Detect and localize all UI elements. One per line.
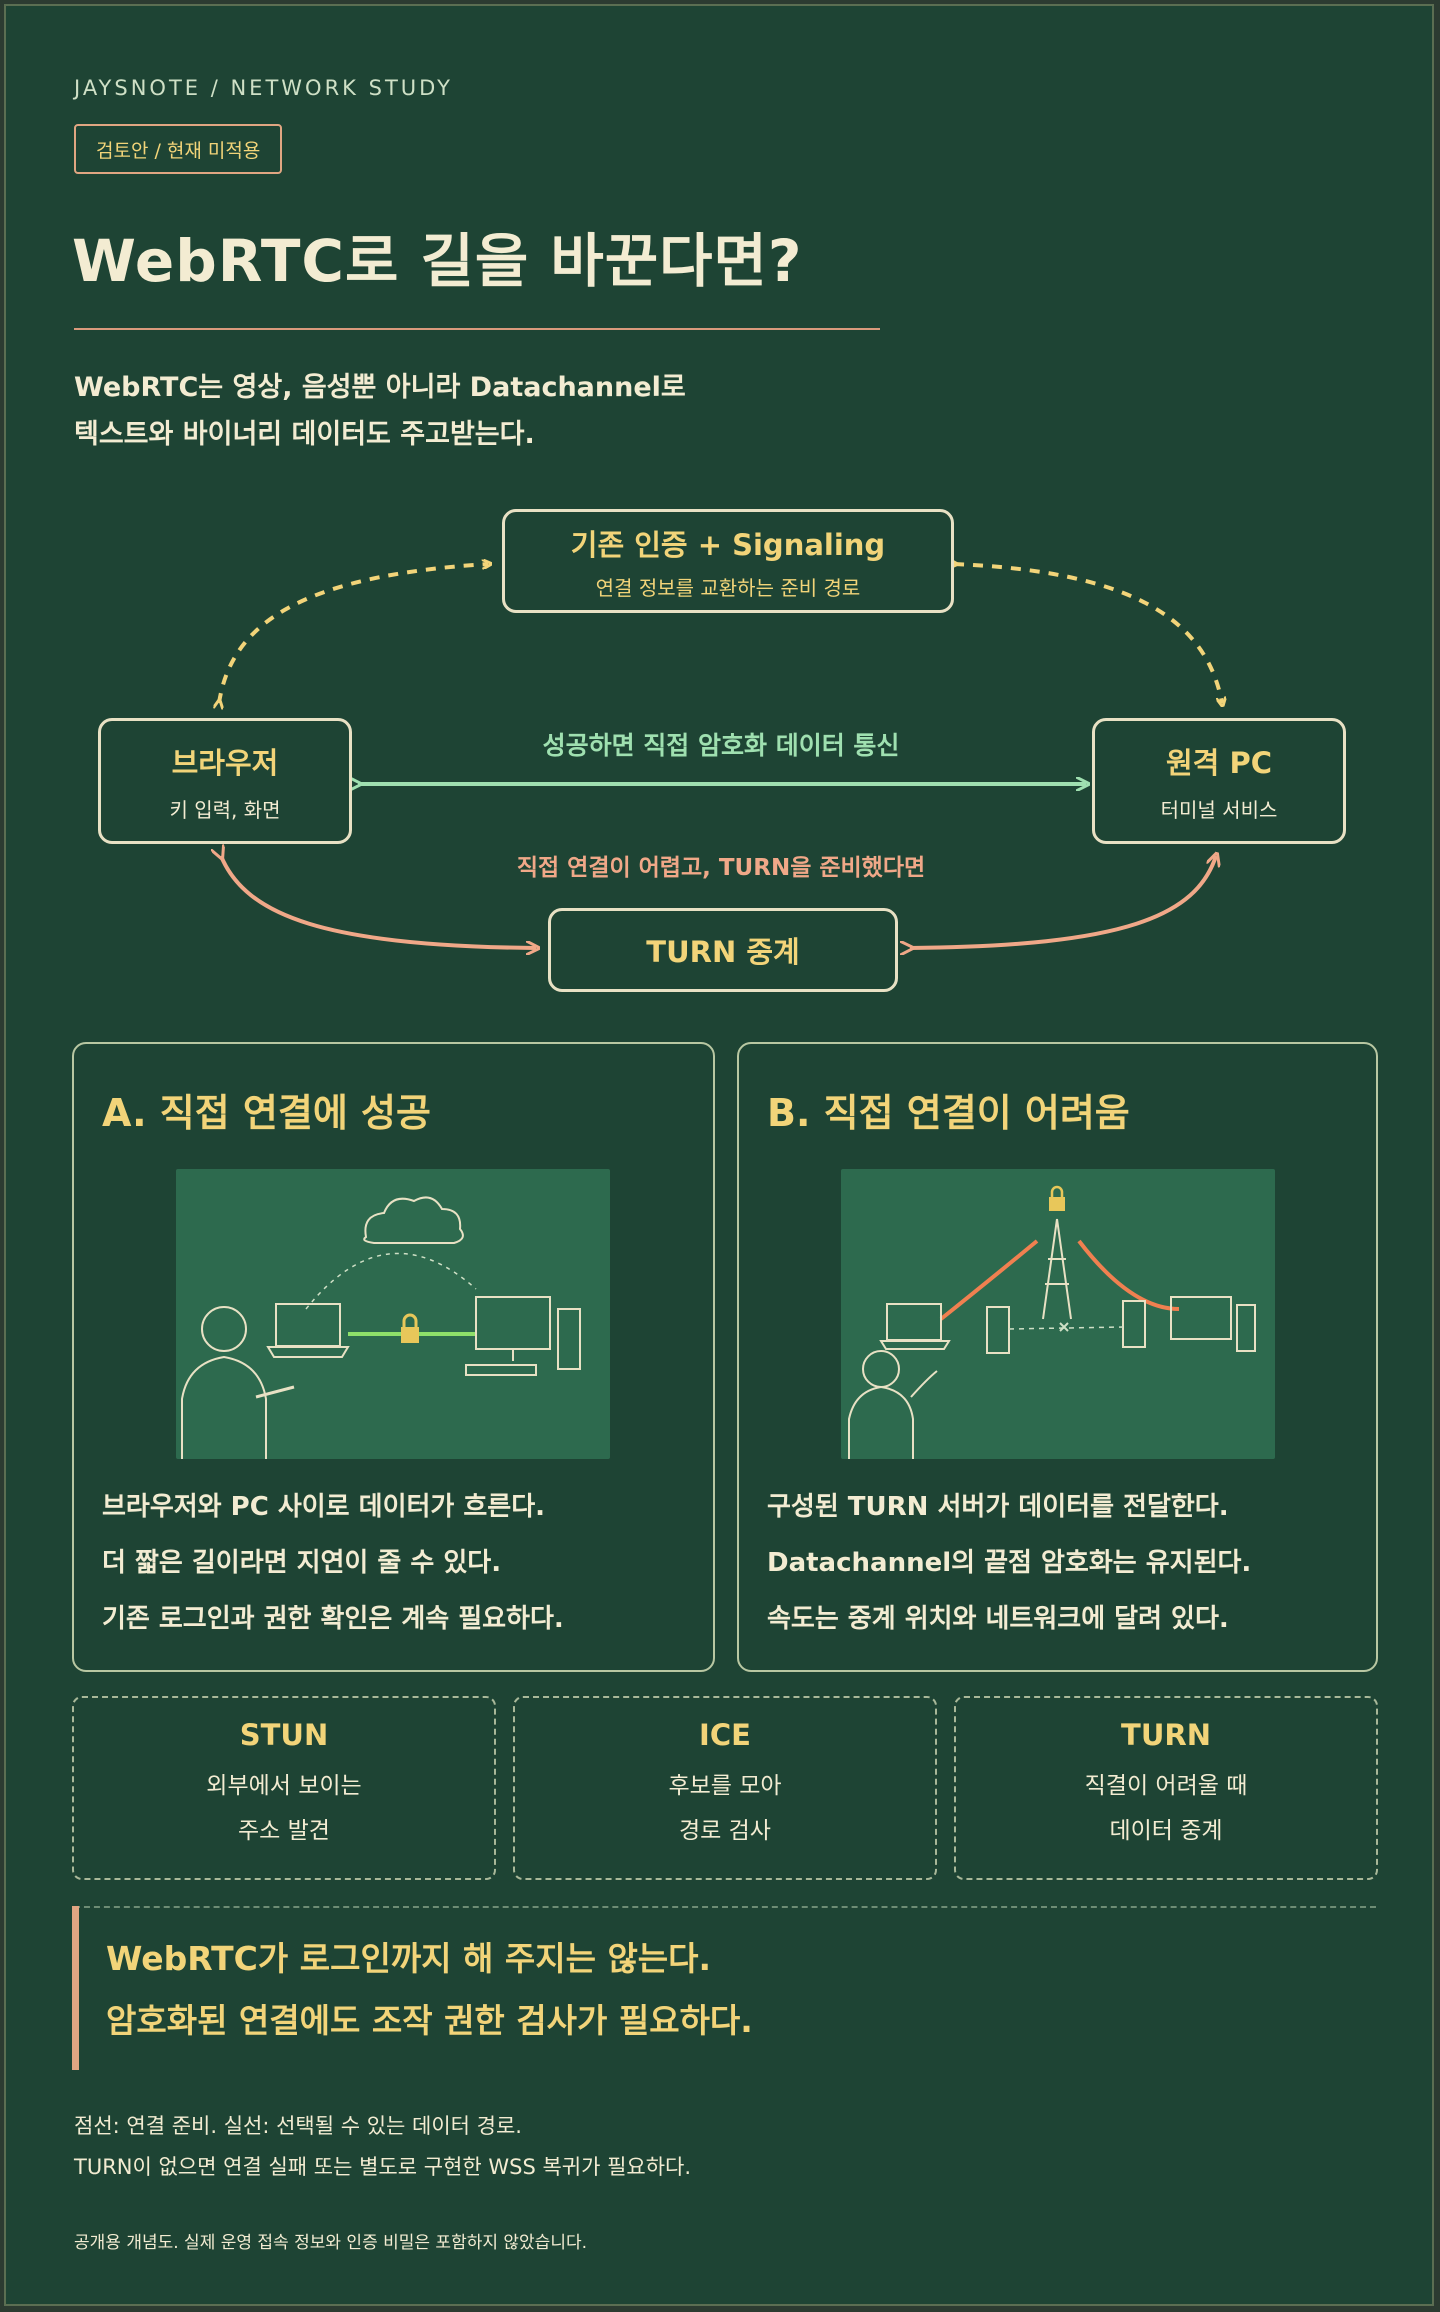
lock-icon	[1049, 1197, 1065, 1211]
footer-disclaimer: 공개용 개념도. 실제 운영 접속 정보와 인증 비밀은 포함하지 않았습니다.	[74, 2233, 588, 2253]
term-stun: STUN 외부에서 보이는 주소 발견	[72, 1696, 496, 1880]
card-direct-difficult: B. 직접 연결이 어려움 구성된 TUR	[737, 1042, 1378, 1672]
card-line: Datachannel의 끝점 암호화는 유지된다.	[767, 1548, 1252, 1578]
flow-arrows	[6, 6, 1436, 1006]
signaling-node: 기존 인증 + Signaling 연결 정보를 교환하는 준비 경로	[502, 509, 954, 613]
signaling-title: 기존 인증 + Signaling	[570, 527, 886, 562]
turn-title: TURN 중계	[646, 935, 800, 969]
remote-pc-title: 원격 PC	[1166, 745, 1272, 780]
browser-node: 브라우저 키 입력, 화면	[98, 718, 352, 844]
illustration-relay	[841, 1169, 1275, 1459]
callout-line: 암호화된 연결에도 조작 권한 검사가 필요하다.	[106, 2001, 753, 2040]
term-desc: 후보를 모아 경로 검사	[515, 1764, 935, 1854]
card-line: 속도는 중계 위치와 네트워크에 달려 있다.	[767, 1604, 1229, 1634]
term-desc-line: 직결이 어려울 때	[1084, 1773, 1248, 1799]
term-desc: 직결이 어려울 때 데이터 중계	[956, 1764, 1376, 1854]
term-name: TURN	[1121, 1718, 1211, 1752]
person-figure	[201, 1306, 247, 1352]
browser-subtitle: 키 입력, 화면	[169, 797, 281, 822]
laptop-icon	[275, 1303, 341, 1347]
lock-icon	[401, 1327, 419, 1343]
chalkboard: JAYSNOTE / NETWORK STUDY 검토안 / 현재 미적용 We…	[4, 4, 1434, 2306]
term-desc-line: 주소 발견	[238, 1818, 330, 1844]
section-divider	[74, 1906, 1376, 1908]
title-divider	[74, 328, 880, 330]
firewall-icon	[986, 1306, 1010, 1354]
laptop-icon	[886, 1303, 942, 1341]
firewall-icon	[1122, 1300, 1146, 1348]
remote-pc-node: 원격 PC 터미널 서비스	[1092, 718, 1346, 844]
note-line: 점선: 연결 준비. 실선: 선택될 수 있는 데이터 경로.	[74, 2114, 522, 2138]
term-desc-line: 외부에서 보이는	[206, 1773, 362, 1799]
remote-pc-subtitle: 터미널 서비스	[1160, 797, 1278, 822]
card-line: 브라우저와 PC 사이로 데이터가 흐른다.	[102, 1492, 546, 1522]
relay-arrow-right	[910, 856, 1216, 948]
turn-node: TURN 중계	[548, 908, 898, 992]
lead-line: 텍스트와 바이너리 데이터도 주고받는다.	[74, 419, 535, 450]
term-desc: 외부에서 보이는 주소 발견	[74, 1764, 494, 1854]
note-line: TURN이 없으면 연결 실패 또는 별도로 구현한 WSS 복귀가 필요하다.	[74, 2155, 692, 2179]
browser-title: 브라우저	[171, 745, 279, 780]
legend-notes: 점선: 연결 준비. 실선: 선택될 수 있는 데이터 경로. TURN이 없으…	[74, 2106, 691, 2188]
relay-arrow-left	[221, 856, 536, 948]
page-title: WebRTC로 길을 바꾼다면?	[72, 227, 803, 295]
illustration-direct	[176, 1169, 610, 1459]
lead-text: WebRTC는 영상, 음성뿐 아니라 Datachannel로 텍스트와 바이…	[74, 364, 686, 458]
person-figure	[862, 1350, 900, 1388]
cloud-icon	[363, 1196, 464, 1244]
desktop-monitor-icon	[475, 1296, 551, 1350]
callout-accent-bar	[72, 1906, 79, 2070]
term-name: STUN	[239, 1718, 329, 1752]
card-line: 기존 로그인과 권한 확인은 계속 필요하다.	[102, 1604, 564, 1634]
relay-tower-icon	[1042, 1218, 1072, 1320]
callout-line: WebRTC가 로그인까지 해 주지는 않는다.	[106, 1939, 712, 1978]
signaling-arrow-right	[954, 564, 1222, 703]
card-direct-success: A. 직접 연결에 성공 브라우저와 PC 사이로 데이터가 흐른다.	[72, 1042, 715, 1672]
card-title: B. 직접 연결이 어려움	[767, 1091, 1130, 1135]
card-title: A. 직접 연결에 성공	[102, 1091, 431, 1135]
desktop-monitor-icon	[1170, 1296, 1232, 1340]
term-ice: ICE 후보를 모아 경로 검사	[513, 1696, 937, 1880]
card-text: 구성된 TURN 서버가 데이터를 전달한다. Datachannel의 끝점 …	[767, 1479, 1251, 1647]
card-line: 구성된 TURN 서버가 데이터를 전달한다.	[767, 1492, 1229, 1522]
term-desc-line: 후보를 모아	[668, 1773, 782, 1799]
signaling-subtitle: 연결 정보를 교환하는 준비 경로	[595, 575, 861, 600]
signaling-arrow-left	[219, 564, 488, 703]
card-line: 더 짧은 길이라면 지연이 줄 수 있다.	[102, 1548, 502, 1578]
lead-line: WebRTC는 영상, 음성뿐 아니라 Datachannel로	[74, 372, 686, 403]
callout: WebRTC가 로그인까지 해 주지는 않는다. 암호화된 연결에도 조작 권한…	[106, 1928, 753, 2052]
card-text: 브라우저와 PC 사이로 데이터가 흐른다. 더 짧은 길이라면 지연이 줄 수…	[102, 1479, 564, 1647]
term-desc-line: 데이터 중계	[1109, 1818, 1223, 1844]
relay-label: 직접 연결이 어렵고, TURN을 준비했다면	[516, 855, 926, 881]
kicker: JAYSNOTE / NETWORK STUDY	[74, 76, 453, 100]
term-desc-line: 경로 검사	[679, 1818, 771, 1844]
direct-label: 성공하면 직접 암호화 데이터 통신	[542, 731, 900, 760]
term-name: ICE	[699, 1718, 751, 1752]
term-turn: TURN 직결이 어려울 때 데이터 중계	[954, 1696, 1378, 1880]
status-tag: 검토안 / 현재 미적용	[74, 124, 283, 174]
